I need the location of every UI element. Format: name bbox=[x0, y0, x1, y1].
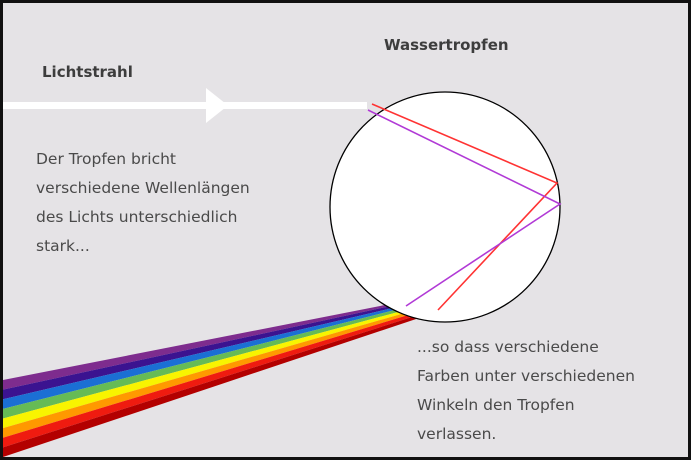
light-beam bbox=[3, 102, 367, 109]
refraction-caption-line-3: des Lichts unterschiedlich bbox=[36, 208, 238, 226]
spectrum-band-3 bbox=[3, 305, 410, 409]
exit-caption: ...so dass verschiedene Farben unter ver… bbox=[417, 333, 635, 449]
spectrum-band-8 bbox=[3, 309, 443, 457]
spectrum-band-2 bbox=[3, 304, 404, 400]
light-beam-arrowhead bbox=[206, 88, 228, 123]
exit-caption-line-1: ...so dass verschiedene bbox=[417, 338, 599, 356]
water-drop bbox=[329, 91, 561, 323]
spectrum-band-1 bbox=[3, 304, 397, 390]
refraction-caption-line-1: Der Tropfen bricht bbox=[36, 150, 176, 168]
light-beam-label: Lichtstrahl bbox=[42, 63, 133, 81]
red-ray-path bbox=[371, 103, 559, 311]
spectrum-band-7 bbox=[3, 308, 437, 448]
spectrum-band-4 bbox=[3, 306, 417, 419]
exit-caption-line-4: verlassen. bbox=[417, 425, 497, 443]
color-spectrum-fan bbox=[3, 304, 443, 457]
exit-caption-line-2: Farben unter verschiedenen bbox=[417, 367, 635, 385]
refraction-caption-line-4: stark... bbox=[36, 237, 90, 255]
refraction-caption: Der Tropfen bricht verschiedene Wellenlä… bbox=[36, 145, 250, 261]
spectrum-band-5 bbox=[3, 307, 424, 429]
exit-caption-line-3: Winkeln den Tropfen bbox=[417, 396, 575, 414]
spectrum-band-6 bbox=[3, 307, 430, 438]
water-drop-label: Wassertropfen bbox=[384, 36, 509, 54]
refraction-caption-line-2: verschiedene Wellenlängen bbox=[36, 179, 250, 197]
violet-ray-path bbox=[367, 109, 562, 307]
